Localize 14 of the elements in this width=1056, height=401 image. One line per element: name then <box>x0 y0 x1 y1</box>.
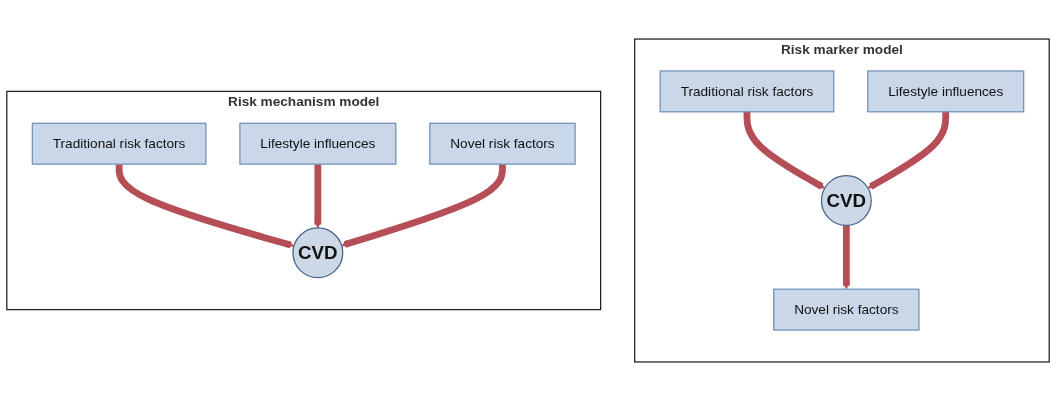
arrow <box>743 111 826 190</box>
node-circle: CVD <box>820 175 872 226</box>
arrow <box>341 164 506 248</box>
arrow <box>314 164 322 229</box>
node-box: Lifestyle influences <box>239 122 397 165</box>
node-box: Lifestyle influences <box>867 70 1025 113</box>
node-box: Novel risk factors <box>773 288 920 331</box>
node-box: Novel risk factors <box>429 122 576 165</box>
arrow <box>867 111 950 190</box>
node-box: Traditional risk factors <box>659 70 835 113</box>
node-circle: CVD <box>292 227 344 279</box>
arrow <box>842 225 851 290</box>
arrow <box>115 164 295 249</box>
node-box: Traditional risk factors <box>31 122 207 165</box>
